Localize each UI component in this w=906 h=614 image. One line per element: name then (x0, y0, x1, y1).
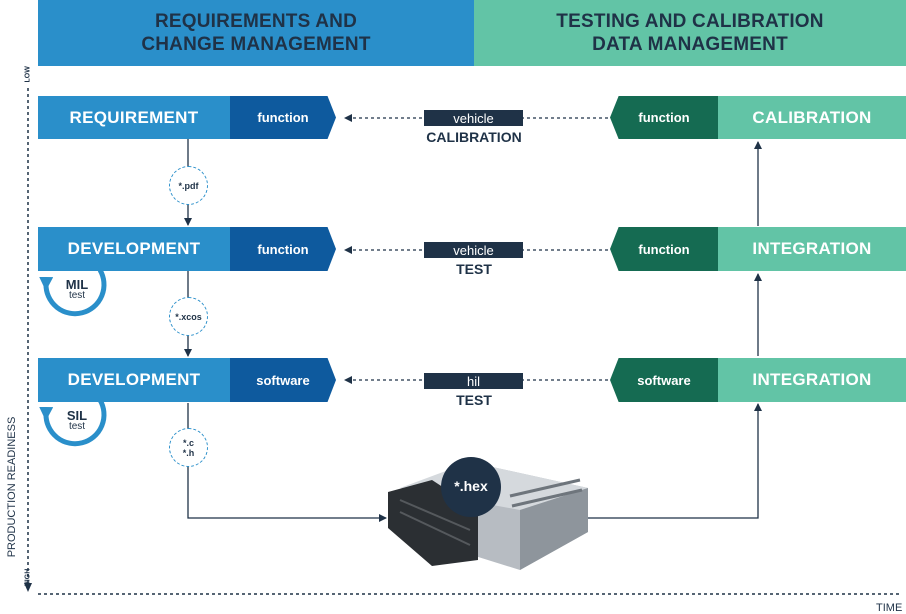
y-axis-high: HIGH (24, 568, 32, 587)
y-axis-arrow (24, 583, 32, 592)
stage-development-software: DEVELOPMENT (38, 358, 230, 402)
sil-loop-label: SIL test (64, 409, 90, 432)
sil-loop-arc (39, 398, 107, 447)
y-axis-label: PRODUCTION READINESS (6, 416, 18, 558)
mil-sub: test (68, 290, 86, 301)
stage-integration-software: INTEGRATION (718, 358, 906, 402)
tag-function-cal: function (610, 96, 718, 139)
tag-software-int: software (610, 358, 718, 402)
flow-ecu-to-integration (560, 403, 762, 519)
hex-label: *.hex (454, 478, 488, 494)
stage-calibration: CALIBRATION (718, 96, 906, 139)
artifact-c-h: *.c *.h (169, 428, 208, 467)
stage-integration-function: INTEGRATION (718, 227, 906, 271)
header-left-line2: CHANGE MANAGEMENT (141, 34, 371, 55)
flow-dev-to-ecu (187, 403, 387, 522)
header-right-line1: TESTING AND CALIBRATION (556, 11, 824, 32)
header-right-line2: DATA MANAGEMENT (592, 34, 788, 55)
mid-label-test-1: TEST (456, 261, 492, 277)
stage-development-function: DEVELOPMENT (38, 227, 230, 271)
ecu-icon (388, 457, 588, 570)
mil-loop-label: MIL test (64, 278, 90, 301)
x-axis-label: TIME (876, 602, 903, 614)
artifact-pdf-label: *.pdf (178, 180, 199, 191)
mil-loop-arc (39, 268, 107, 317)
artifact-h-label: *.h (182, 447, 195, 458)
tag-software-dev: software (230, 358, 336, 402)
sil-main: SIL (66, 408, 88, 423)
hex-circle (441, 457, 501, 517)
artifact-xcos-label: *.xcos (175, 311, 202, 322)
mid-box-vehicle-1: vehicle (424, 110, 523, 126)
mid-label-test-2: TEST (456, 392, 492, 408)
tag-function-dev: function (230, 227, 336, 271)
mid-box-hil: hil (424, 373, 523, 389)
mid-box-vehicle-2: vehicle (424, 242, 523, 258)
tag-function-req: function (230, 96, 336, 139)
mid-label-calibration: CALIBRATION (426, 129, 522, 145)
stage-requirement: REQUIREMENT (38, 96, 230, 139)
artifact-xcos: *.xcos (169, 297, 208, 336)
sil-sub: test (68, 421, 86, 432)
artifact-pdf: *.pdf (169, 166, 208, 205)
header-left-line1: REQUIREMENTS AND (154, 11, 357, 32)
mil-main: MIL (65, 277, 89, 292)
y-axis-low: LOW (24, 66, 32, 83)
artifact-c-label: *.c (182, 437, 194, 448)
tag-function-int: function (610, 227, 718, 271)
